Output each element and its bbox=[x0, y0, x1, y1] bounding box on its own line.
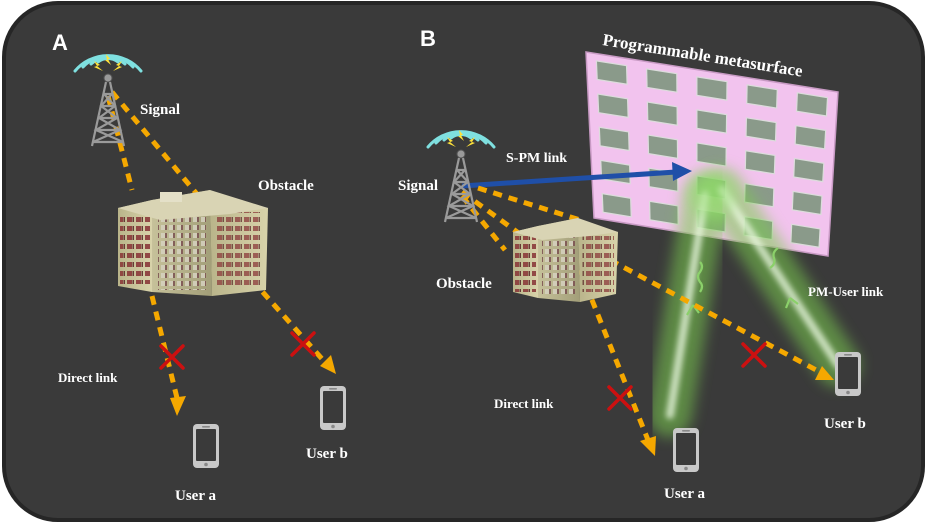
label-user-a-left: User a bbox=[175, 488, 216, 504]
direct-links-b bbox=[460, 185, 822, 441]
metasurface-cell bbox=[646, 101, 678, 126]
phone-icon bbox=[835, 352, 861, 396]
metasurface-cell bbox=[746, 84, 778, 109]
metasurface-cell bbox=[597, 93, 629, 119]
metasurface-cell bbox=[744, 150, 776, 175]
label-obstacle-b: Obstacle bbox=[436, 276, 492, 292]
metasurface-cell bbox=[648, 200, 679, 226]
metasurface-cell bbox=[794, 124, 827, 150]
panel-a: A bbox=[52, 30, 348, 504]
metasurface-cell bbox=[793, 157, 825, 183]
metasurface-cell bbox=[601, 192, 632, 218]
label-signal-b: Signal bbox=[398, 178, 438, 194]
label-signal-a: Signal bbox=[140, 102, 180, 118]
panel-a-letter: A bbox=[52, 30, 68, 55]
arrowhead-user-b bbox=[320, 355, 336, 374]
label-user-b-right: User b bbox=[824, 416, 866, 432]
metasurface-cell bbox=[791, 190, 823, 216]
arrowhead-user-a-b bbox=[640, 436, 656, 456]
spm-link-arrow bbox=[461, 162, 692, 189]
metasurface-cell bbox=[647, 134, 679, 160]
metasurface-cell bbox=[600, 159, 631, 185]
label-pm-user-link: PM-User link bbox=[808, 284, 884, 299]
phone-icon bbox=[320, 386, 346, 430]
phone-icon bbox=[673, 428, 699, 472]
phone-icon bbox=[193, 424, 219, 468]
metasurface-cell bbox=[696, 142, 727, 167]
metasurface-cell bbox=[696, 109, 728, 134]
metasurface-cell bbox=[795, 92, 829, 117]
metasurface-cell bbox=[696, 76, 728, 101]
label-obstacle-a: Obstacle bbox=[258, 178, 314, 194]
label-spm-link: S-PM link bbox=[506, 151, 567, 166]
label-user-b-left: User b bbox=[306, 446, 348, 462]
arrowhead-user-b-b bbox=[815, 366, 834, 380]
label-direct-link-a: Direct link bbox=[58, 370, 118, 385]
metasurface-cell bbox=[790, 223, 821, 248]
metasurface-cell bbox=[598, 126, 630, 152]
label-direct-link-b: Direct link bbox=[494, 396, 554, 411]
metasurface-cell bbox=[745, 117, 777, 142]
panel-b-letter: B bbox=[420, 26, 436, 51]
label-user-a-right: User a bbox=[664, 486, 705, 502]
metasurface-cell bbox=[595, 60, 628, 85]
building-icon bbox=[513, 218, 618, 302]
metasurface-cell bbox=[646, 68, 678, 93]
arrowhead-user-a bbox=[170, 396, 186, 416]
building-icon bbox=[118, 190, 268, 296]
beam bbox=[648, 168, 860, 437]
